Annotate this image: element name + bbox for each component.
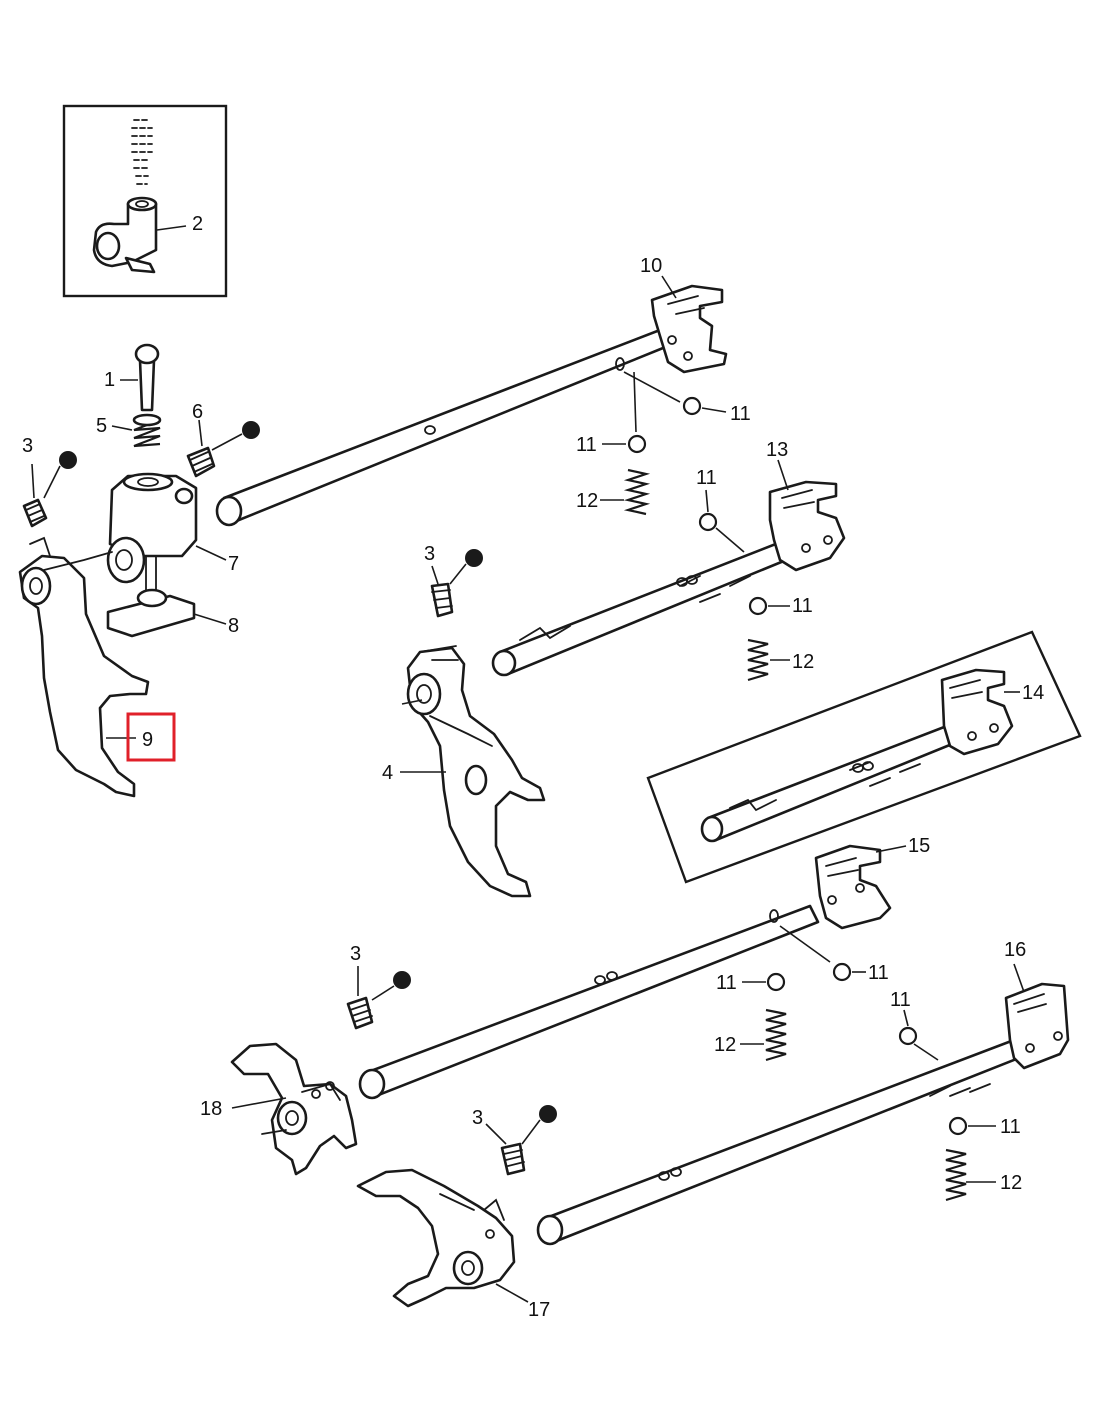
detent-ball [627,434,647,454]
highlight-box-9 [126,712,176,762]
callout-12: 12 [576,490,598,512]
shift-fork-4 [406,645,546,898]
shift-rail-14 [700,668,1014,843]
plate-8 [106,588,196,638]
detent-ball [682,396,702,416]
inset-frame [62,104,228,298]
callout-2: 2 [192,213,203,235]
loctite-symbol [465,549,483,567]
callout-8: 8 [228,615,239,637]
callout-3: 3 [472,1107,483,1129]
shift-rail-15 [358,844,892,1100]
set-screw-3 [346,996,374,1030]
callout-11: 11 [576,434,597,456]
detent-ball [766,972,786,992]
set-screw-3 [430,582,454,618]
inset-frame-14 [646,630,1082,884]
block-7 [106,472,198,601]
detent-ball [748,596,768,616]
shift-rail-13 [491,480,846,677]
set-screw-3 [22,498,48,528]
shift-fork-9 [18,536,150,798]
callout-18: 18 [200,1098,222,1120]
set-screw-3 [500,1142,526,1176]
detent-spring [765,1008,787,1062]
callout-13: 13 [766,439,788,461]
callout-16: 16 [1004,939,1026,961]
callout-14: 14 [1022,682,1044,704]
callout-11: 11 [890,989,911,1011]
callout-12: 12 [792,651,814,673]
detent-spring [945,1148,967,1202]
callout-12: 12 [714,1034,736,1056]
callout-1: 1 [104,369,115,391]
callout-17: 17 [528,1299,550,1321]
callout-10: 10 [640,255,662,277]
callout-3: 3 [22,435,33,457]
set-screw-6 [186,446,216,478]
callout-15: 15 [908,835,930,857]
part-2-inset [92,119,158,274]
callout-4: 4 [382,762,393,784]
detent-ball [832,962,852,982]
callout-12: 12 [1000,1172,1022,1194]
detent-ball [948,1116,968,1136]
shift-fork-17 [356,1168,516,1308]
detent-spring [623,468,651,516]
callout-11: 11 [730,403,751,425]
callout-11: 11 [868,962,889,984]
callout-11: 11 [716,972,737,994]
callout-11: 11 [696,467,717,489]
callout-11: 11 [792,595,813,617]
callout-11: 11 [1000,1116,1021,1138]
shift-rail-10 [215,284,728,527]
callout-3: 3 [350,943,361,965]
loctite-symbol [59,451,77,469]
detent-spring [747,638,769,682]
shift-rail-16 [536,982,1070,1246]
spring-5 [132,413,162,448]
detent-ball [898,1026,918,1046]
callout-9: 9 [142,729,153,751]
callout-6: 6 [192,401,203,423]
callout-7: 7 [228,553,239,575]
pin-1 [134,343,160,412]
loctite-symbol [393,971,411,989]
detent-ball [698,512,718,532]
loctite-symbol [539,1105,557,1123]
shift-fork-18 [230,1042,358,1176]
loctite-symbol [242,421,260,439]
callout-5: 5 [96,415,107,437]
callout-3: 3 [424,543,435,565]
